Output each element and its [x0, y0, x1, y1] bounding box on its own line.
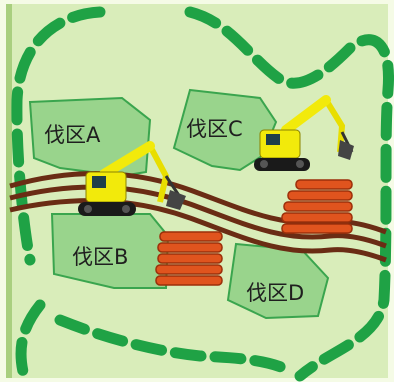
harvest-boundary	[11, 6, 394, 382]
excavator-icon	[254, 95, 354, 171]
timber-stack-icon	[281, 179, 353, 234]
harvest-boundary-bottom	[54, 314, 298, 378]
area-label-c: 伐区C	[186, 117, 243, 141]
plot-area-b	[50, 213, 170, 289]
timber-stack-icon	[155, 231, 223, 286]
excavator-icon	[78, 141, 186, 216]
area-label-d: 伐区D	[246, 281, 304, 305]
left-edge-strip	[6, 4, 12, 378]
area-label-b: 伐区B	[72, 245, 128, 269]
plot-area-c	[172, 88, 278, 172]
area-label-a: 伐区A	[44, 123, 101, 147]
